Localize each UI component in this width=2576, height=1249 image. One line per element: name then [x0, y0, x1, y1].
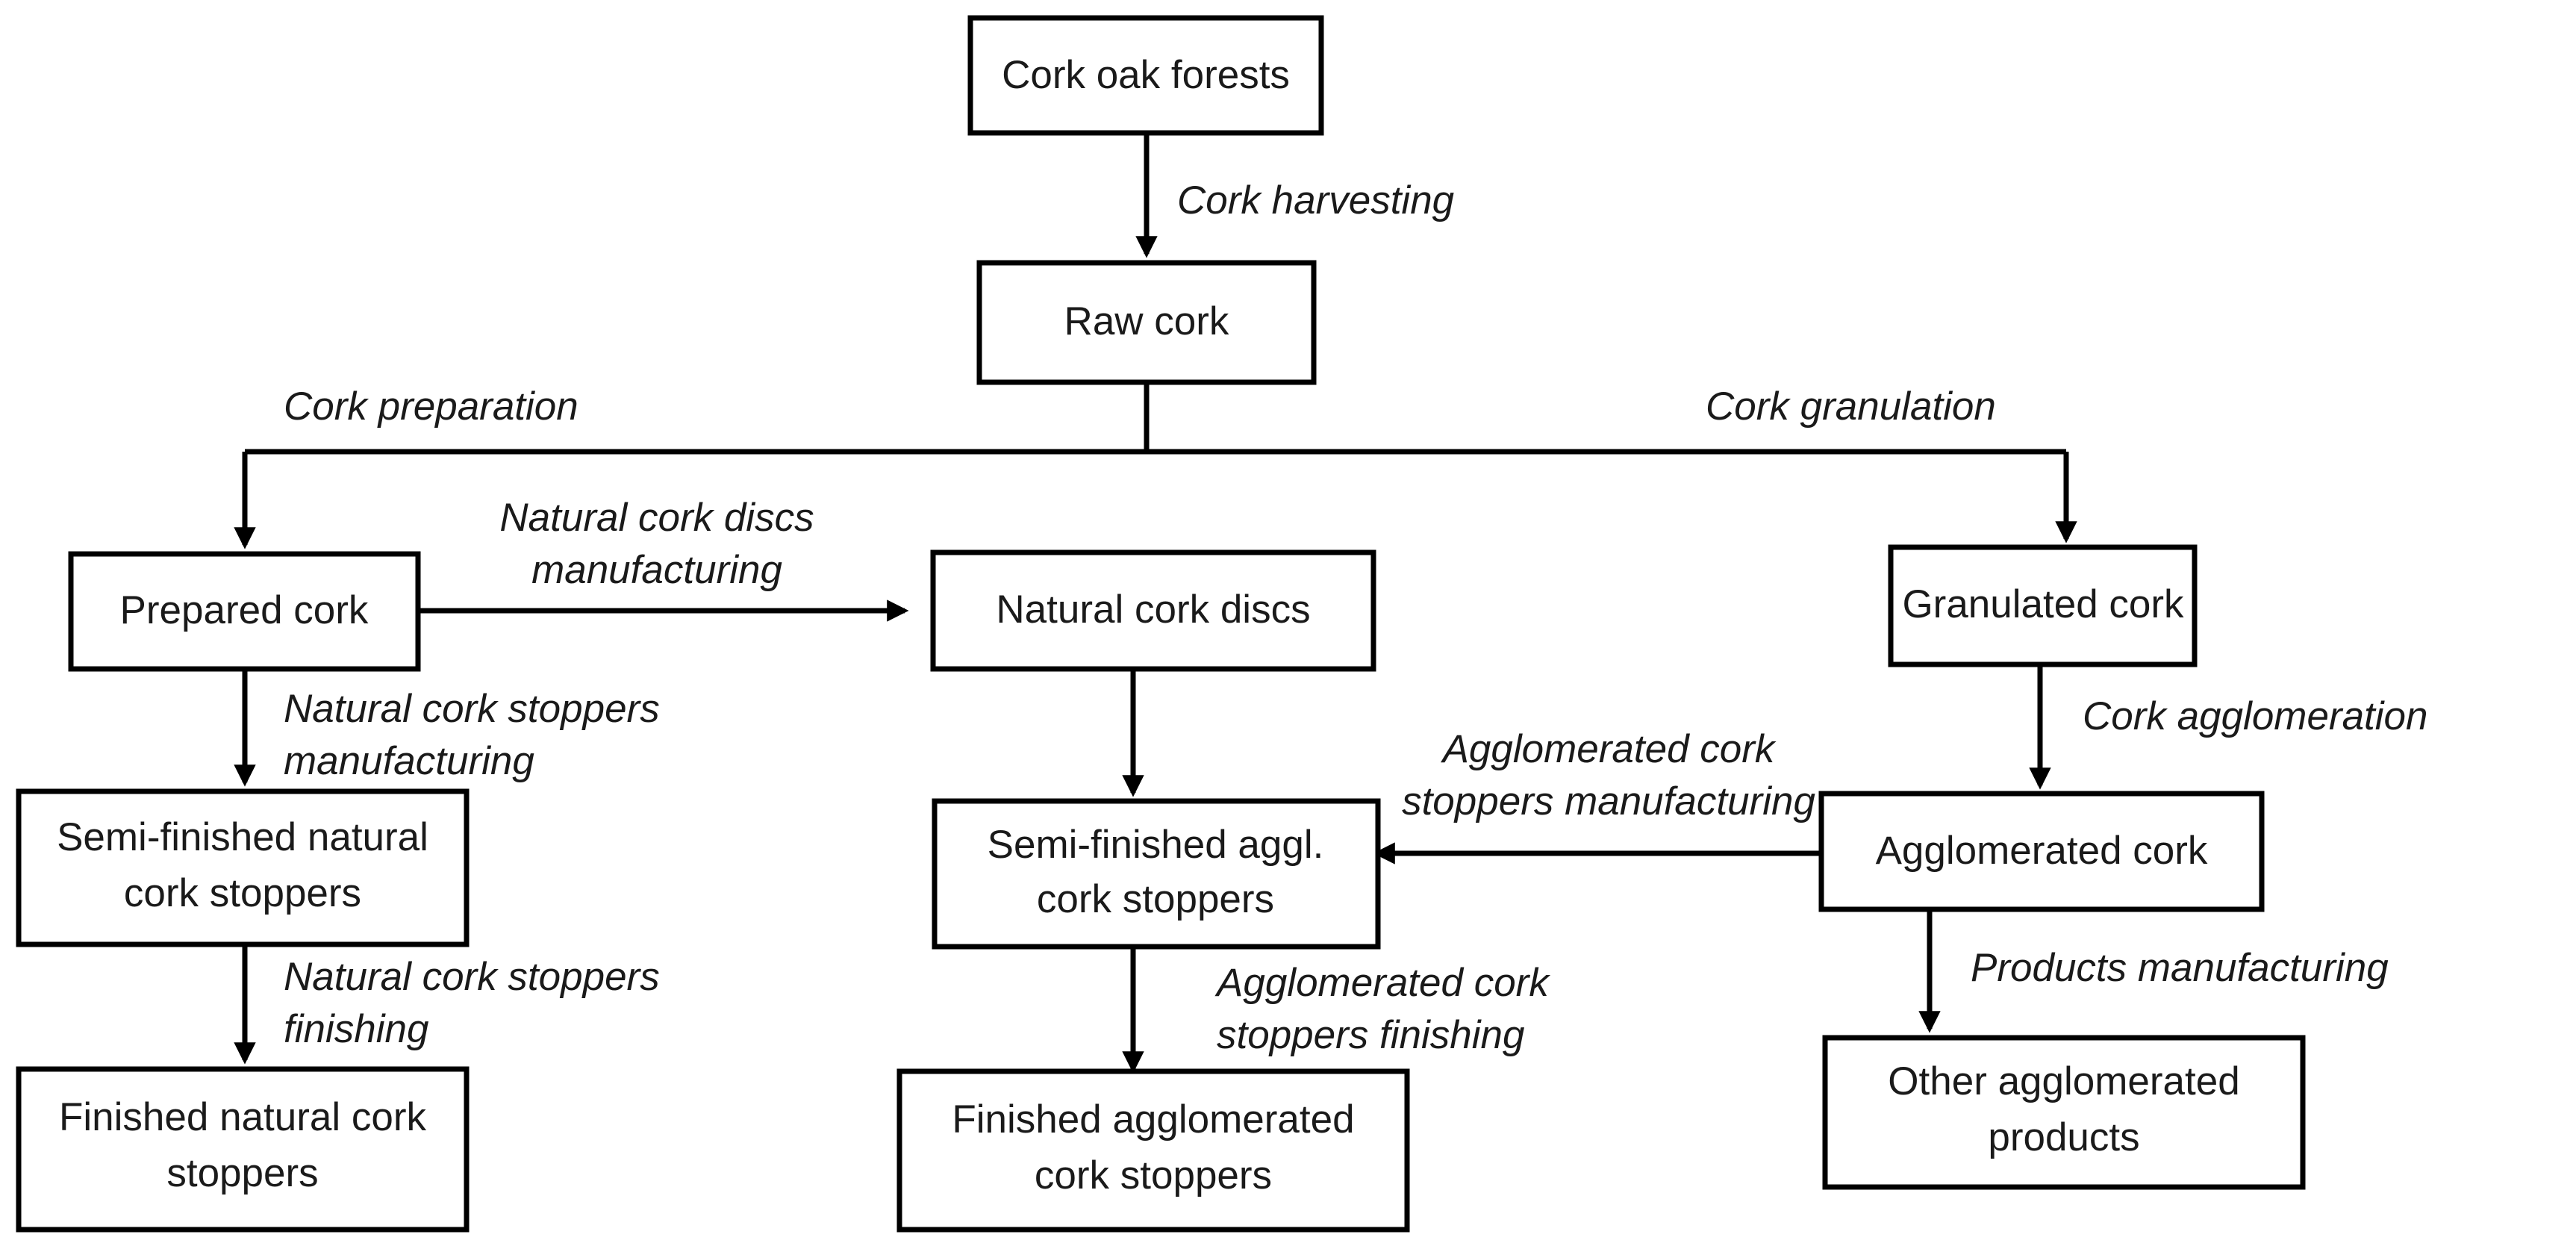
- node-label-granulated-cork: Granulated cork: [1902, 582, 2184, 626]
- node-prepared-cork[interactable]: Prepared cork: [68, 551, 421, 672]
- edge-label-natural-cork-stoppers-manufacturing-line1: Natural cork stoppers: [284, 687, 660, 731]
- edge-label-natural-cork-stoppers-finishing-line2: finishing: [284, 1007, 429, 1051]
- node-label-semi-finished-aggl-cork-stoppers-line2: cork stoppers: [1037, 877, 1274, 921]
- node-semi-finished-natural-cork-stoppers[interactable]: Semi-finished natural cork stoppers: [16, 788, 470, 947]
- node-box-finished-natural-cork-stoppers[interactable]: [16, 1066, 470, 1233]
- edge-cork-preparation: Cork preparation: [234, 384, 578, 549]
- node-box-granulated-cork[interactable]: [1888, 544, 2198, 667]
- node-box-prepared-cork[interactable]: [68, 551, 421, 672]
- node-label-finished-agglomerated-cork-stoppers-line1: Finished agglomerated: [952, 1097, 1354, 1141]
- node-finished-agglomerated-cork-stoppers[interactable]: Finished agglomerated cork stoppers: [896, 1068, 1410, 1233]
- edge-natural-cork-stoppers-finishing: Natural cork stoppers finishing: [234, 944, 660, 1065]
- edge-label-natural-cork-stoppers-finishing-line1: Natural cork stoppers: [284, 955, 660, 999]
- node-agglomerated-cork[interactable]: Agglomerated cork: [1818, 791, 2265, 912]
- edge-label-natural-cork-discs-manufacturing-line1: Natural cork discs: [499, 496, 814, 540]
- edge-label-agglomerated-cork-stoppers-manufacturing-line2: stoppers manufacturing: [1402, 779, 1815, 823]
- node-label-finished-natural-cork-stoppers-line1: Finished natural cork: [59, 1095, 426, 1139]
- edge-label-agglomerated-cork-stoppers-finishing-line2: stoppers finishing: [1217, 1013, 1525, 1057]
- node-label-finished-natural-cork-stoppers-line2: stoppers: [166, 1151, 318, 1195]
- node-box-other-agglomerated-products[interactable]: [1822, 1035, 2306, 1190]
- node-label-natural-cork-discs: Natural cork discs: [996, 588, 1310, 632]
- node-box-natural-cork-discs[interactable]: [930, 549, 1376, 672]
- edge-label-natural-cork-stoppers-manufacturing-line2: manufacturing: [284, 739, 534, 783]
- node-box-finished-agglomerated-cork-stoppers[interactable]: [896, 1068, 1410, 1233]
- node-semi-finished-aggl-cork-stoppers[interactable]: Semi-finished aggl. cork stoppers: [932, 798, 1381, 950]
- node-label-raw-cork: Raw cork: [1064, 299, 1229, 343]
- edge-cork-granulation: Cork granulation: [1706, 384, 2077, 543]
- node-other-agglomerated-products[interactable]: Other agglomerated products: [1822, 1035, 2306, 1190]
- node-box-raw-cork[interactable]: [976, 260, 1317, 385]
- node-label-semi-finished-natural-cork-stoppers-line2: cork stoppers: [124, 871, 361, 915]
- node-label-finished-agglomerated-cork-stoppers-line2: cork stoppers: [1035, 1153, 1272, 1197]
- node-label-prepared-cork: Prepared cork: [120, 588, 369, 632]
- edge-label-cork-harvesting: Cork harvesting: [1177, 178, 1455, 222]
- edge-agglomerated-cork-stoppers-finishing: Agglomerated cork stoppers finishing: [1122, 947, 1550, 1074]
- edge-label-cork-granulation: Cork granulation: [1706, 384, 1996, 429]
- node-box-agglomerated-cork[interactable]: [1818, 791, 2265, 912]
- edge-natural-cork-stoppers-manufacturing: Natural cork stoppers manufacturing: [234, 668, 660, 787]
- node-box-semi-finished-natural-cork-stoppers[interactable]: [16, 788, 470, 947]
- node-box-cork-oak-forests[interactable]: [967, 15, 1324, 136]
- node-label-semi-finished-natural-cork-stoppers-line1: Semi-finished natural: [57, 815, 428, 859]
- edge-natural-cork-discs-manufacturing: Natural cork discs manufacturing: [418, 496, 909, 622]
- edge-split-bus: [245, 382, 2066, 455]
- node-label-agglomerated-cork: Agglomerated cork: [1876, 829, 2208, 873]
- edge-label-products-manufacturing: Products manufacturing: [1971, 946, 2389, 990]
- edge-label-agglomerated-cork-stoppers-manufacturing-line1: Agglomerated cork: [1441, 727, 1777, 771]
- edge-cork-harvesting: Cork harvesting: [1135, 133, 1455, 258]
- node-granulated-cork[interactable]: Granulated cork: [1888, 544, 2198, 667]
- node-cork-oak-forests[interactable]: Cork oak forests: [967, 15, 1324, 136]
- node-natural-cork-discs[interactable]: Natural cork discs: [930, 549, 1376, 672]
- edge-products-manufacturing: Products manufacturing: [1918, 909, 2389, 1033]
- edge-cork-agglomeration: Cork agglomeration: [2029, 664, 2428, 790]
- node-raw-cork[interactable]: Raw cork: [976, 260, 1317, 385]
- node-label-semi-finished-aggl-cork-stoppers-line1: Semi-finished aggl.: [988, 823, 1324, 867]
- edge-label-agglomerated-cork-stoppers-finishing-line1: Agglomerated cork: [1214, 961, 1550, 1005]
- edge-label-cork-preparation: Cork preparation: [284, 384, 578, 429]
- node-label-other-agglomerated-products-line1: Other agglomerated: [1888, 1059, 2239, 1103]
- edge-label-natural-cork-discs-manufacturing-line2: manufacturing: [531, 548, 782, 592]
- node-label-cork-oak-forests: Cork oak forests: [1002, 53, 1290, 97]
- edge-agglomerated-cork-stoppers-manufacturing: Agglomerated cork stoppers manufacturing: [1373, 727, 1821, 865]
- node-finished-natural-cork-stoppers[interactable]: Finished natural cork stoppers: [16, 1066, 470, 1233]
- edge-label-cork-agglomeration: Cork agglomeration: [2083, 694, 2428, 738]
- node-label-other-agglomerated-products-line2: products: [1988, 1115, 2139, 1159]
- node-box-semi-finished-aggl-cork-stoppers[interactable]: [932, 798, 1381, 950]
